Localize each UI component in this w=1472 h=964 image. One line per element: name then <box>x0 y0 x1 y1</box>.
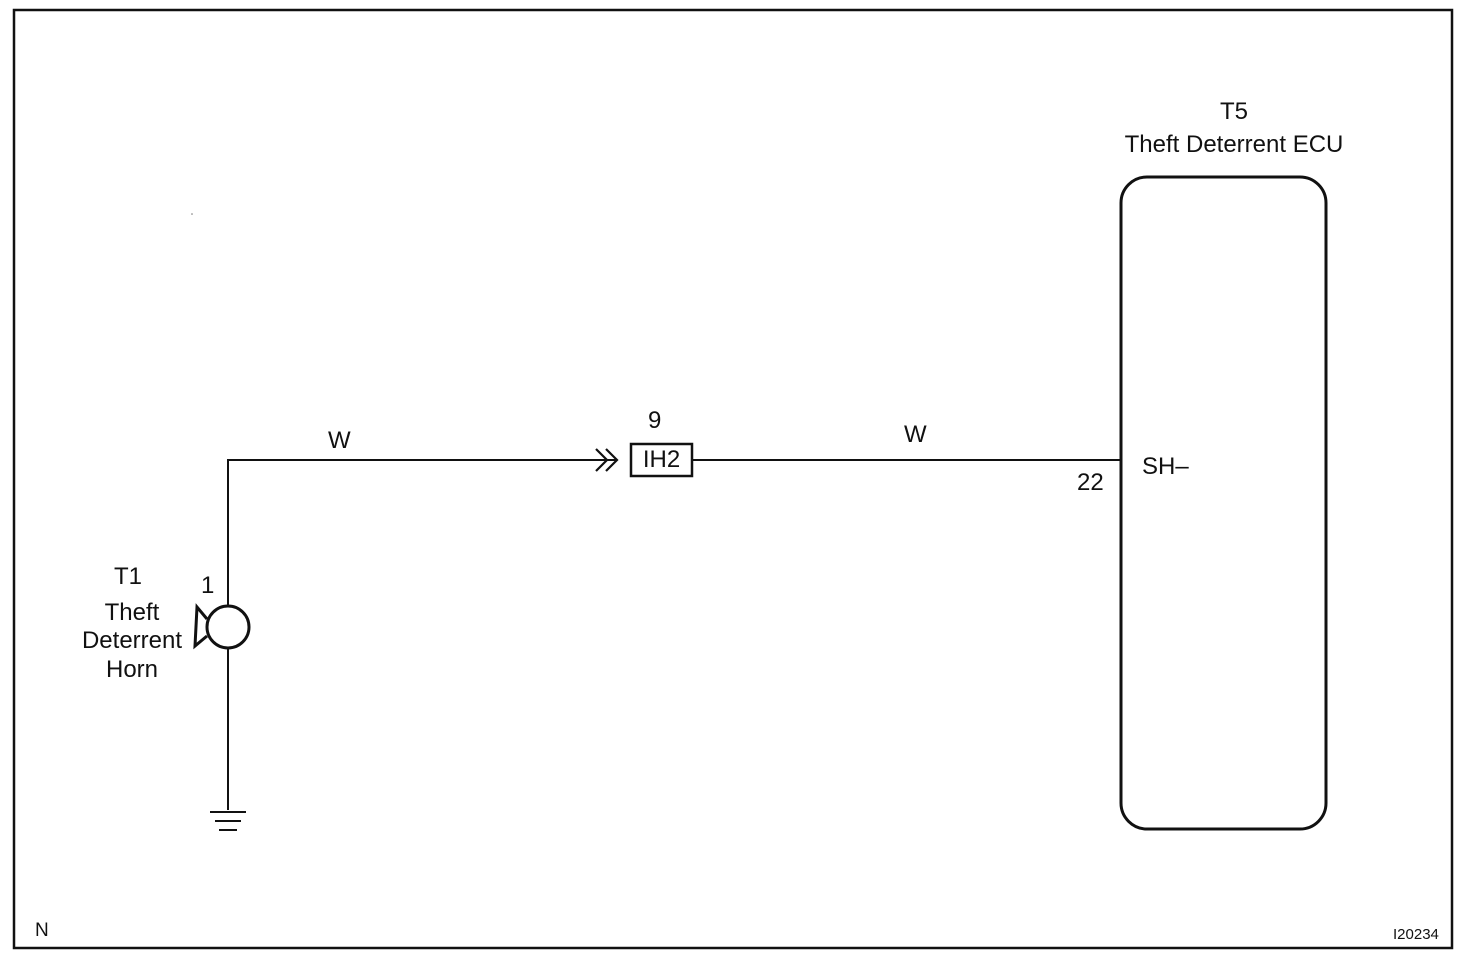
ecu-code: T5 <box>1219 98 1248 125</box>
ecu-terminal-label: SH– <box>1142 453 1189 480</box>
connector-label: IH2 <box>642 446 681 473</box>
ecu-name: Theft Deterrent ECU <box>1124 131 1344 158</box>
scan-dot <box>191 213 193 215</box>
horn-name-line-1: Theft <box>104 599 160 626</box>
horn-name-line-2: Deterrent <box>81 627 183 654</box>
horn-name-line-3: Horn <box>105 656 159 683</box>
ecu-pin-number: 22 <box>1077 469 1104 496</box>
horn-pin-number: 1 <box>201 572 215 599</box>
ground-icon <box>210 811 246 831</box>
horn-icon <box>193 603 251 650</box>
figure-id: I20234 <box>1393 926 1439 943</box>
wire-color-left: W <box>328 427 351 454</box>
footer-code: N <box>35 920 49 941</box>
ecu-box <box>1119 175 1328 831</box>
wire-left <box>227 459 616 605</box>
diagram-frame <box>12 8 1454 950</box>
connector-chevron <box>595 448 619 472</box>
horn-code: T1 <box>113 563 142 590</box>
wire-color-right: W <box>904 421 927 448</box>
connector-pin-number: 9 <box>648 407 662 434</box>
